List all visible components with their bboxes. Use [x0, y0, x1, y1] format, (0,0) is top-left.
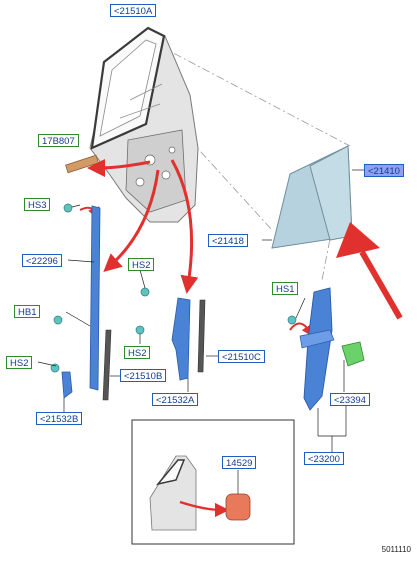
label-hb1: HB1 [14, 305, 41, 318]
label-run-channel-front: <22296 [22, 254, 62, 267]
bracket-b [61, 371, 73, 399]
label-hs3: HS3 [24, 198, 51, 211]
label-bracket-b: <21532B [36, 412, 83, 425]
window-glass [271, 145, 353, 249]
run-channel-front [89, 205, 101, 391]
fasteners [50, 203, 297, 373]
weatherstrip-part [65, 154, 99, 174]
label-regulator-motor: <23394 [330, 393, 370, 406]
label-hs2-top: HS2 [128, 258, 155, 271]
label-glass-guide-c: <21510C [218, 350, 265, 363]
label-inset-part: 14529 [222, 456, 257, 469]
label-hs2-mid: HS2 [124, 346, 151, 359]
label-run-channel-rear: <21510B [120, 369, 167, 382]
label-regulator-assembly: <23200 [304, 452, 344, 465]
inset-box [131, 419, 295, 545]
label-weatherstrip-part: 17B807 [38, 134, 79, 147]
label-glass-front: <21418 [208, 234, 248, 247]
label-hs2-left: HS2 [6, 356, 33, 369]
label-door-frame: <21510A [110, 4, 157, 17]
window-regulator [299, 287, 365, 411]
bracket-a [171, 297, 191, 381]
large-red-arrow [336, 222, 403, 320]
label-bracket-a: <21532A [152, 393, 199, 406]
glass-guide-c [197, 299, 206, 373]
door-shell [89, 26, 199, 223]
label-hs1: HS1 [272, 282, 299, 295]
leader-lines [37, 169, 364, 452]
run-channel-rear [102, 329, 112, 401]
label-glass-rear: <21410 [364, 164, 404, 177]
figure-id: 5011110 [381, 545, 411, 554]
